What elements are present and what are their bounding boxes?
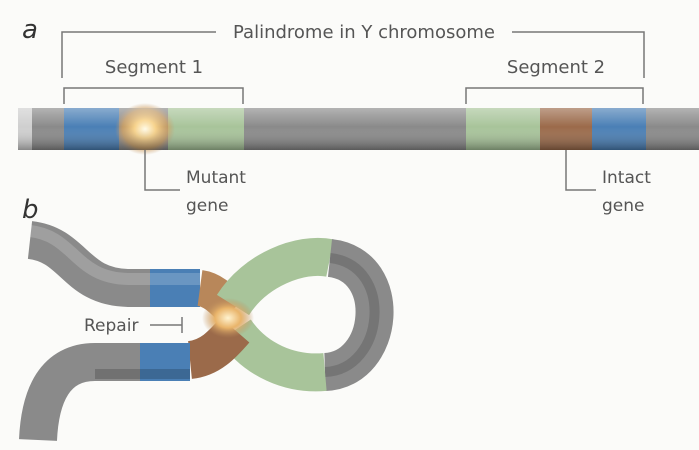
folded-chromosome-loop bbox=[30, 231, 375, 440]
panel-a-letter: a bbox=[22, 15, 38, 45]
mutant-gene-label-line1: Mutant bbox=[186, 168, 246, 188]
segment2-label: Segment 2 bbox=[507, 57, 605, 78]
intact-gene-label-line2: gene bbox=[602, 196, 644, 216]
repair-label: Repair bbox=[84, 316, 138, 336]
segment2-bracket bbox=[466, 88, 643, 104]
mutant-gene-pointer bbox=[145, 150, 180, 190]
repair-contact-glow bbox=[202, 298, 254, 338]
segment1-bracket bbox=[64, 88, 243, 104]
segment1-label: Segment 1 bbox=[105, 57, 203, 78]
intact-gene-label-line1: Intact bbox=[602, 168, 651, 188]
mutant-gene-label-line2: gene bbox=[186, 196, 228, 216]
palindrome-label: Palindrome in Y chromosome bbox=[233, 22, 495, 43]
intact-gene-pointer bbox=[566, 150, 596, 190]
panel-b-letter: b bbox=[22, 195, 39, 225]
chromosome-bar bbox=[18, 103, 699, 155]
